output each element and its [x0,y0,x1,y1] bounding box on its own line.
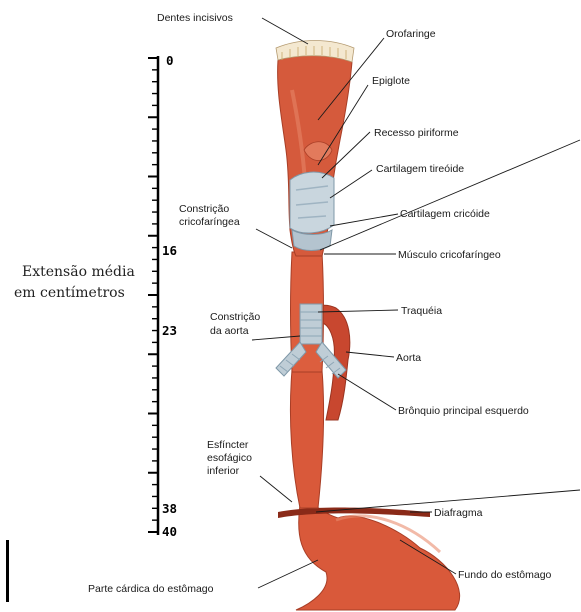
label-parte-cardica: Parte cárdica do estômago [88,583,214,595]
label-cartilagem-cricoide: Cartilagem cricóide [400,208,490,220]
label-constricao-cricofaringea-1: Constrição [179,203,229,215]
measurement-scale: 0 16 23 38 40 Extensão média em centímet… [14,53,177,539]
tick-label-38: 38 [162,501,177,516]
scale-caption-line2: em centímetros [14,285,125,301]
tick-label-0: 0 [166,53,174,68]
label-esfincter-2: esofágico [207,452,252,464]
anatomy-illustration [276,41,460,611]
label-constricao-aorta-1: Constrição [210,311,260,323]
label-aorta: Aorta [396,352,421,364]
stomach [296,505,460,610]
label-esfincter-1: Esfíncter [207,439,249,451]
label-epiglote: Epiglote [372,75,410,87]
label-esfincter-3: inferior [207,465,240,477]
edge-bar [6,540,9,602]
label-orofaringe: Orofaringe [386,28,436,40]
scale-minor-ticks [148,58,158,532]
label-diafragma: Diafragma [434,507,483,519]
label-musculo-cricofaringeo: Músculo cricofaríngeo [398,249,501,261]
tick-label-40: 40 [162,524,177,539]
label-fundo-estomago: Fundo do estômago [458,569,552,581]
tick-label-16: 16 [162,243,177,258]
lower-esophagus [290,370,323,508]
label-constricao-aorta-2: da aorta [210,325,249,337]
tick-label-23: 23 [162,323,177,338]
label-constricao-cricofaringea-2: cricofaríngea [179,216,240,228]
scale-caption-line1: Extensão média [22,264,135,280]
label-cartilagem-tireoide: Cartilagem tireóide [376,163,464,175]
label-bronquio: Brônquio principal esquerdo [398,405,529,417]
label-recesso-piriforme: Recesso piriforme [374,127,459,139]
label-dentes-incisivos: Dentes incisivos [157,12,233,24]
label-traqueia: Traquéia [401,305,442,317]
